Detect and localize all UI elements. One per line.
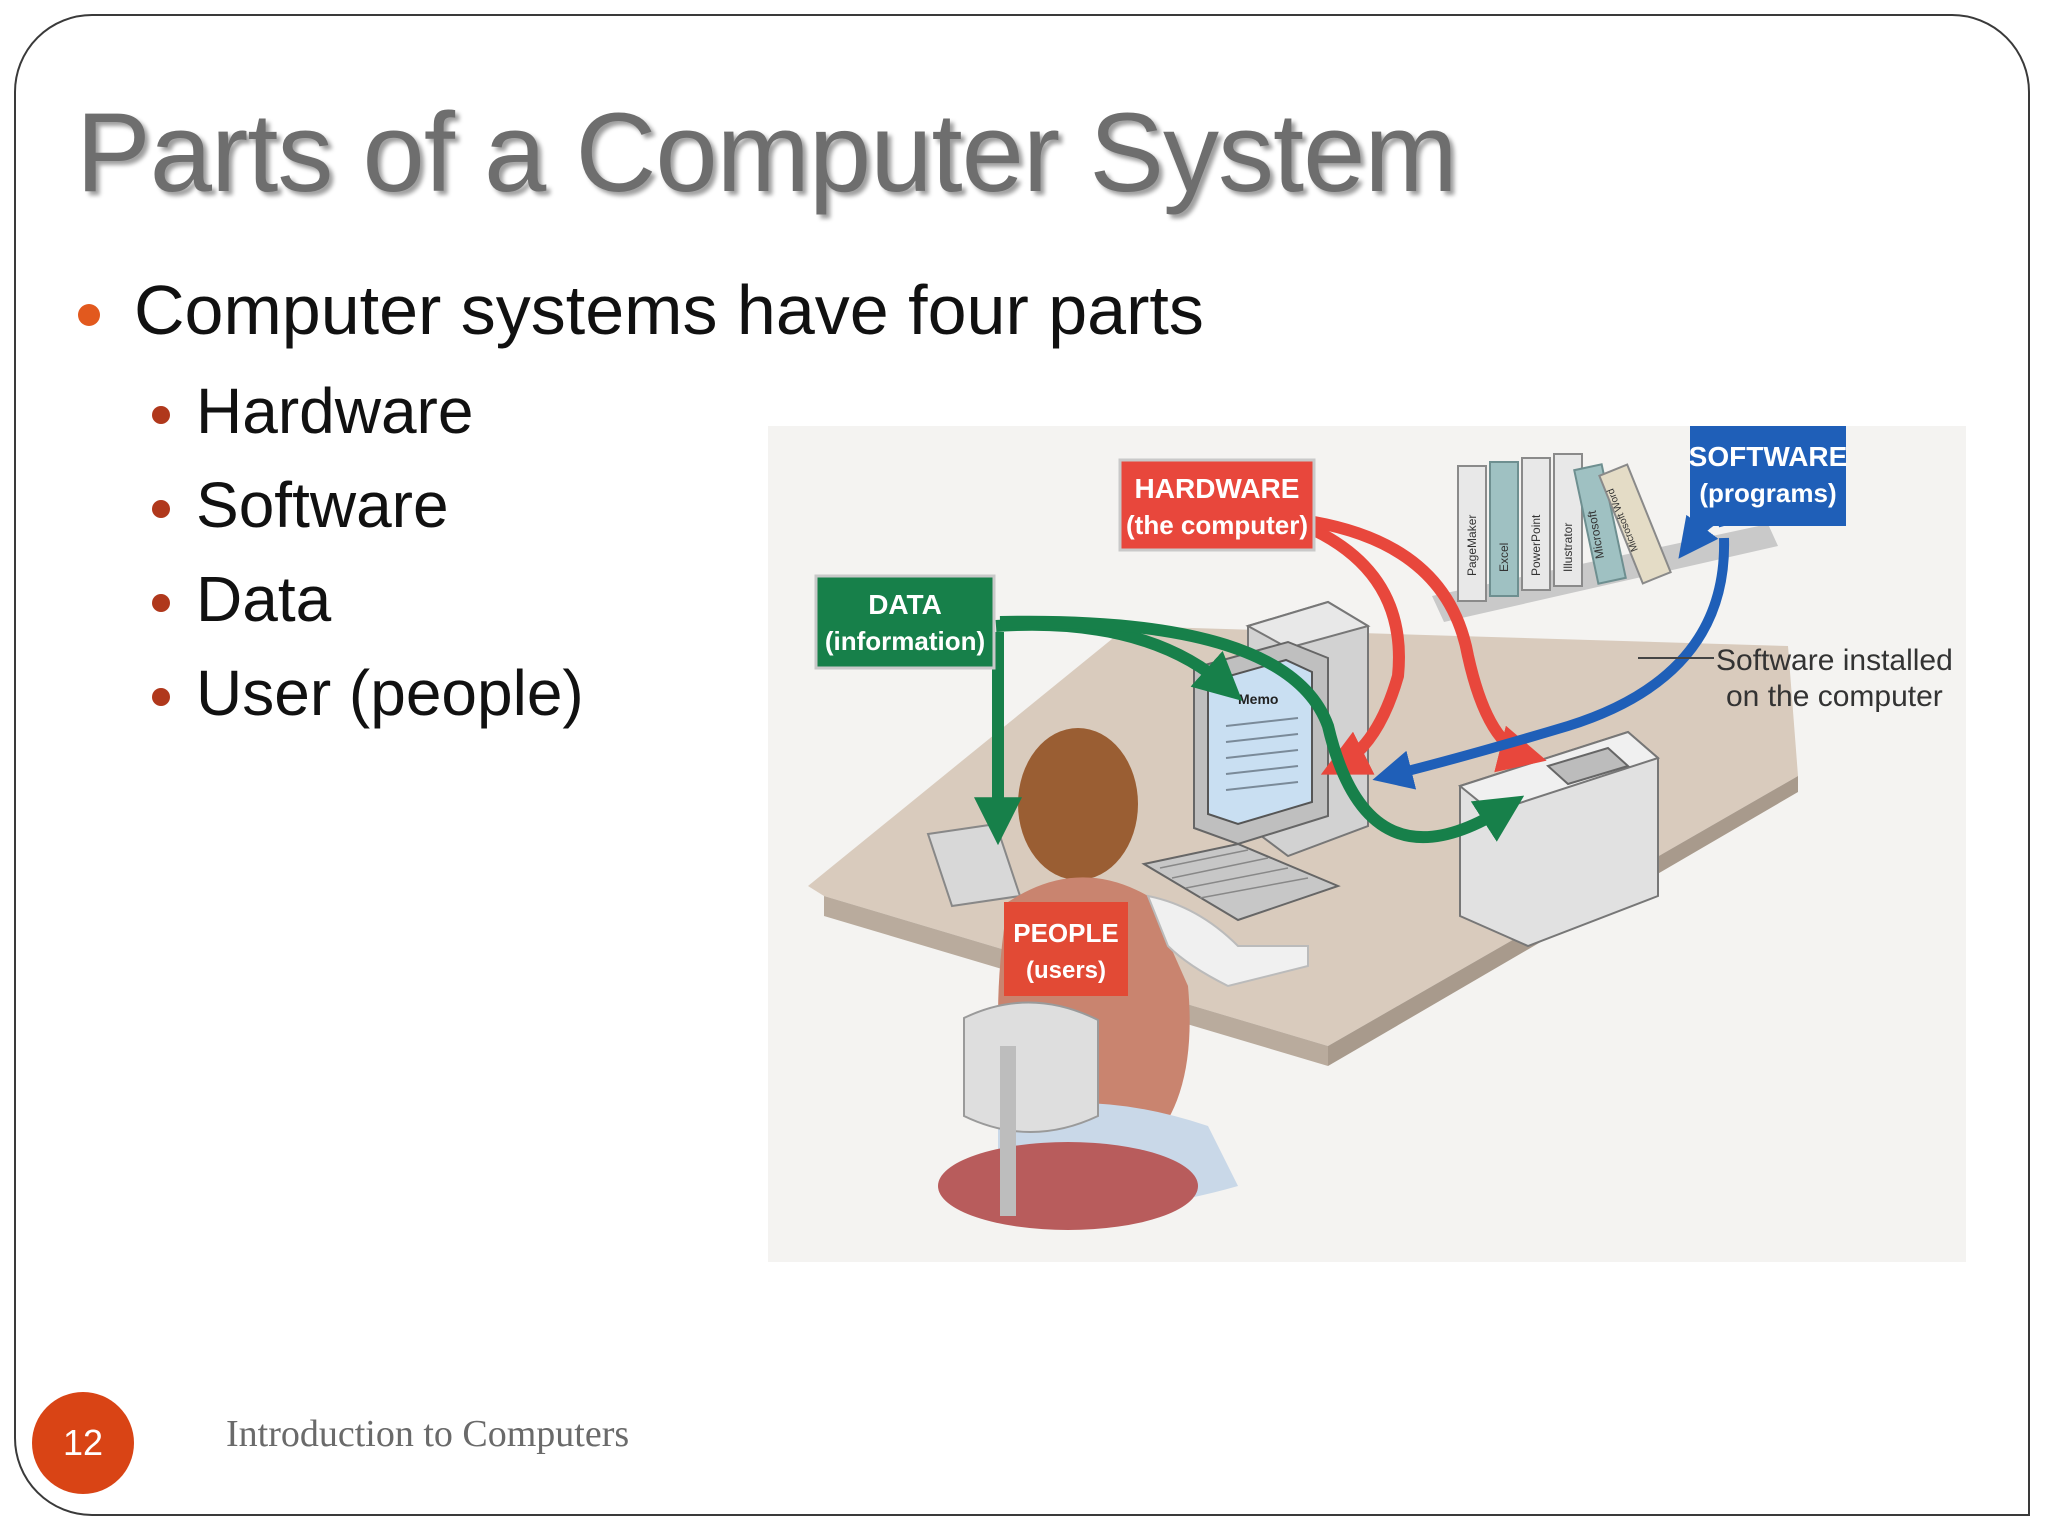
sub-bullet-text: Software [196,469,449,541]
software-note: Software installed on the computer [1716,644,1953,713]
bullet-item-main: Computer systems have four parts [78,270,1204,350]
sub-bullet-dot-icon [152,594,170,612]
software-note-line1: Software installed [1716,644,1953,677]
book-label-excel: Excel [1497,543,1511,572]
book-row [1457,453,1672,602]
sub-bullet-text: Hardware [196,375,474,447]
chair-back [963,1001,1099,1133]
system-unit-top [1245,600,1371,650]
label-software-line1: SOFTWARE [1689,441,1848,472]
sub-bullet-dot-icon [152,688,170,706]
book-label-illustrator: Illustrator [1561,523,1575,572]
hardware-arrow-to-printer [1312,516,1547,773]
label-data: DATA (information) [814,574,996,670]
computer-system-illustration: PageMaker Excel PowerPoint Illustrator M… [768,426,1966,1262]
book-excel [1489,461,1519,597]
label-data-line1: DATA [868,589,942,620]
hardware-arrow-to-monitor [1311,524,1405,775]
sub-bullet-item-software: Software [152,468,449,542]
label-people-line1: PEOPLE [1013,918,1118,948]
bullet-dot-icon [78,304,100,326]
slide-title: Parts of a Computer System [76,90,1458,215]
sub-bullet-item-hardware: Hardware [152,374,474,448]
label-hardware-line1: HARDWARE [1135,473,1300,504]
label-software: SOFTWARE (programs) [1689,426,1848,526]
label-data-line2: (information) [825,626,985,656]
person-hair [1018,728,1138,880]
book-label-pagemaker: PageMaker [1465,515,1479,576]
software-arrow-to-computer [1372,537,1730,790]
footer-text: Introduction to Computers [226,1413,630,1455]
label-people-line2: (users) [1026,957,1106,984]
label-software-line2: (programs) [1699,478,1836,508]
book-microsoft-word [1598,463,1672,585]
sub-bullet-text: Data [196,563,332,635]
label-hardware: HARDWARE (the computer) [1118,458,1316,552]
bullet-text: Computer systems have four parts [134,271,1204,349]
page-number-badge: 12 [32,1392,134,1494]
chair-seat [938,1142,1198,1230]
book-pagemaker [1457,465,1487,602]
label-people: PEOPLE (users) [1004,902,1128,996]
label-hardware-line2: (the computer) [1126,510,1308,540]
sub-bullet-item-data: Data [152,562,332,636]
illustration-svg: PageMaker Excel PowerPoint Illustrator M… [808,426,1953,1230]
book-label-powerpoint: PowerPoint [1529,514,1543,576]
screen-text-lines [1225,717,1299,791]
sub-bullet-text: User (people) [196,657,584,729]
software-note-line2: on the computer [1726,680,1943,713]
chair-post [1000,1046,1016,1216]
printer-panel [1546,746,1630,786]
sub-bullet-item-user: User (people) [152,656,584,730]
book-microsoft [1573,463,1627,585]
person-arm [1146,894,1309,988]
book-powerpoint [1521,457,1551,591]
keyboard-keys [1159,849,1309,899]
data-arrow-to-printer [999,615,1525,844]
screen-memo-text: Memo [1238,691,1278,707]
sub-bullet-dot-icon [152,500,170,518]
keyboard [1141,842,1341,922]
sub-bullet-dot-icon [152,406,170,424]
